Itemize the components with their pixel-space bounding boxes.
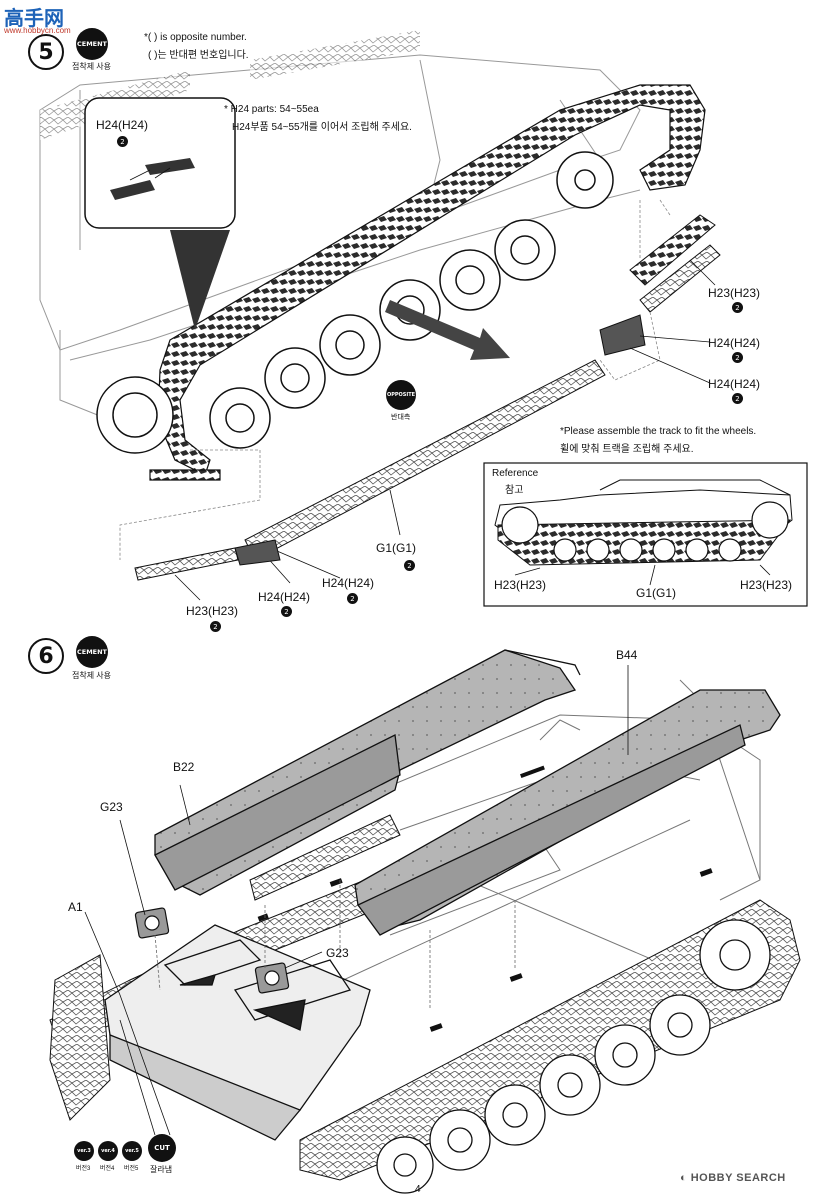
step5-guide-lines — [119, 199, 671, 560]
parts-note-en: * H24 parts: 54~55ea — [224, 104, 319, 115]
step6-guide-lines — [154, 880, 516, 1010]
hobbysearch-logo-icon: ◐ — [680, 1172, 691, 1184]
label-g23-bottom: G23 — [326, 946, 349, 960]
version-badge-3: ver.3 — [74, 1141, 94, 1161]
parts-note-kr: H24부품 54~55개를 이어서 조립해 주세요. — [232, 122, 412, 133]
label-h23-right: H23(H23) — [708, 286, 761, 300]
step6-g23-parts — [134, 907, 290, 994]
badge-h24-right-1: 2 — [732, 352, 743, 363]
opposite-badge-kr: 반대측 — [391, 414, 411, 421]
step5-leaders — [174, 259, 716, 601]
step5-cement-badge: CEMENT — [76, 28, 108, 60]
step6-fender-b44 — [354, 689, 781, 936]
page-number: 4 — [415, 1184, 421, 1195]
opposite-badge: OPPOSITE — [386, 380, 416, 410]
reference-label-h23-right: H23(H23) — [740, 578, 793, 592]
step6-right-track — [249, 814, 801, 1181]
badge-h24-bottom-1: 2 — [281, 606, 292, 617]
step5-road-wheels — [96, 151, 614, 454]
version-badge-5: ver.5 — [122, 1141, 142, 1161]
step5-direction-arrow — [385, 300, 510, 360]
version-kr-4: 버전4 — [100, 1166, 115, 1172]
label-g1: G1(G1) — [376, 541, 417, 555]
footer-watermark-text: HOBBY SEARCH — [690, 1172, 786, 1184]
assemble-note-kr: 휠에 맞춰 트랙을 조립해 주세요. — [560, 444, 694, 455]
step5-right-track-segments — [599, 214, 721, 356]
watermark-url: www.hobbycn.com — [4, 26, 71, 35]
label-h24-bottom-2: H24(H24) — [322, 576, 375, 590]
opposite-note-en: *( ) is opposite number. — [144, 32, 247, 43]
label-a1: A1 — [68, 900, 83, 914]
step6-number: 6 — [28, 638, 64, 674]
watermark-logo: 高手网 — [4, 6, 64, 30]
step6-leaders — [84, 665, 629, 1136]
cut-badge: CUT — [148, 1134, 176, 1162]
badge-h24-right-2: 2 — [732, 393, 743, 404]
step5-number: 5 — [28, 34, 64, 70]
step5-cement-note: 접착제 사용 — [72, 62, 112, 71]
footer-watermark: ◐ HOBBY SEARCH — [680, 1172, 786, 1184]
label-b44: B44 — [616, 648, 638, 662]
opposite-note-kr: ( )는 반대편 번호입니다. — [148, 50, 249, 61]
label-h24-bottom-1: H24(H24) — [258, 590, 311, 604]
label-b22: B22 — [173, 760, 195, 774]
reference-title-kr: 참고 — [505, 485, 524, 496]
label-h23-bottom: H23(H23) — [186, 604, 239, 618]
step6-cut-marks — [257, 765, 713, 1032]
step5-inset-callout — [84, 97, 236, 330]
step6-road-wheels — [376, 919, 771, 1194]
version-kr-5: 버전5 — [124, 1166, 139, 1172]
inset-part-label: H24(H24) — [96, 118, 149, 132]
reference-box — [483, 462, 808, 607]
badge-g1: 2 — [404, 560, 415, 571]
label-g23-top: G23 — [100, 800, 123, 814]
step6-cement-note: 접착제 사용 — [72, 671, 112, 680]
inset-badge: 2 — [117, 136, 128, 147]
label-h24-right-2: H24(H24) — [708, 377, 761, 391]
assemble-note-en: *Please assemble the track to fit the wh… — [560, 426, 757, 437]
version-kr-3: 버전3 — [76, 1166, 91, 1172]
reference-label-h23-left: H23(H23) — [494, 578, 547, 592]
cut-kr: 잘라냄 — [150, 1165, 173, 1174]
step5-track-belt — [149, 84, 706, 481]
label-h24-right-1: H24(H24) — [708, 336, 761, 350]
badge-h24-bottom-2: 2 — [347, 593, 358, 604]
step6-engine-deck-a1 — [104, 924, 371, 1141]
step6-fender-b22 — [154, 649, 581, 896]
step6-cement-badge: CEMENT — [76, 636, 108, 668]
reference-title-en: Reference — [492, 468, 539, 479]
badge-h23-bottom: 2 — [210, 621, 221, 632]
step5-bottom-segments — [134, 539, 281, 581]
reference-label-g1: G1(G1) — [636, 586, 677, 600]
version-badge-4: ver.4 — [98, 1141, 118, 1161]
badge-h23-right: 2 — [732, 302, 743, 313]
